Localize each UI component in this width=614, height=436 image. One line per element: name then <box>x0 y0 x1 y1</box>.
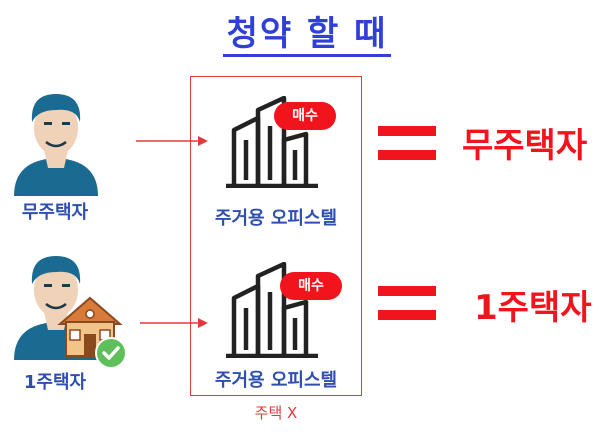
building-label-2: 주거용 오피스텔 <box>214 370 338 391</box>
person-label-2: 1주택자 <box>23 372 87 393</box>
officetel-box <box>190 76 362 396</box>
result-label-1: 무주택자 <box>462 126 588 166</box>
person-icon-1 <box>14 94 98 196</box>
badge-buy-1: 매수 <box>274 102 336 130</box>
building-label-1: 주거용 오피스텔 <box>214 208 338 229</box>
box-label: 주택 X <box>254 404 298 422</box>
badge-buy-2: 매수 <box>280 272 342 300</box>
check-icon <box>95 337 127 369</box>
building-icon-1 <box>226 96 318 188</box>
result-label-2: 1주택자 <box>474 288 592 328</box>
page-title: 청약 할 때 <box>0 6 614 57</box>
building-icon-2 <box>226 262 318 358</box>
equals-icon-2 <box>378 286 436 322</box>
equals-icon-1 <box>378 126 436 162</box>
person-label-1: 무주택자 <box>21 202 89 223</box>
arrow-icon-1 <box>136 136 208 146</box>
